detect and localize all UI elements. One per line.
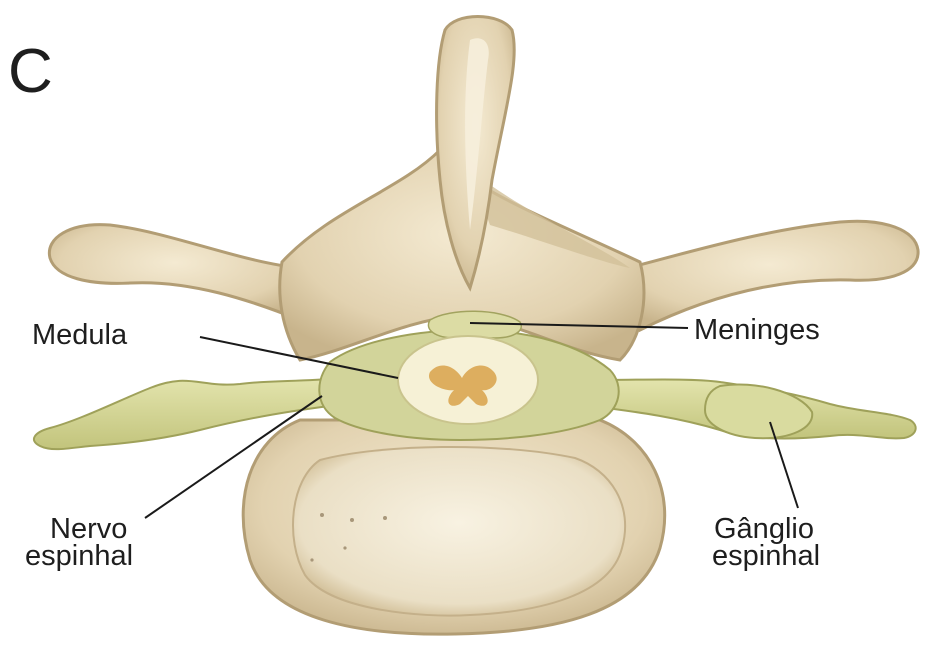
vertebral-body-surface: [293, 447, 625, 616]
meninges-label: Meninges: [694, 314, 820, 346]
nervo-label-line2: espinhal: [25, 540, 133, 572]
left-transverse-process: [49, 225, 300, 320]
panel-letter: C: [8, 37, 53, 106]
medula-label: Medula: [32, 319, 128, 351]
ganglio-label-line2: espinhal: [712, 540, 820, 572]
spinal-ganglion: [705, 384, 812, 438]
